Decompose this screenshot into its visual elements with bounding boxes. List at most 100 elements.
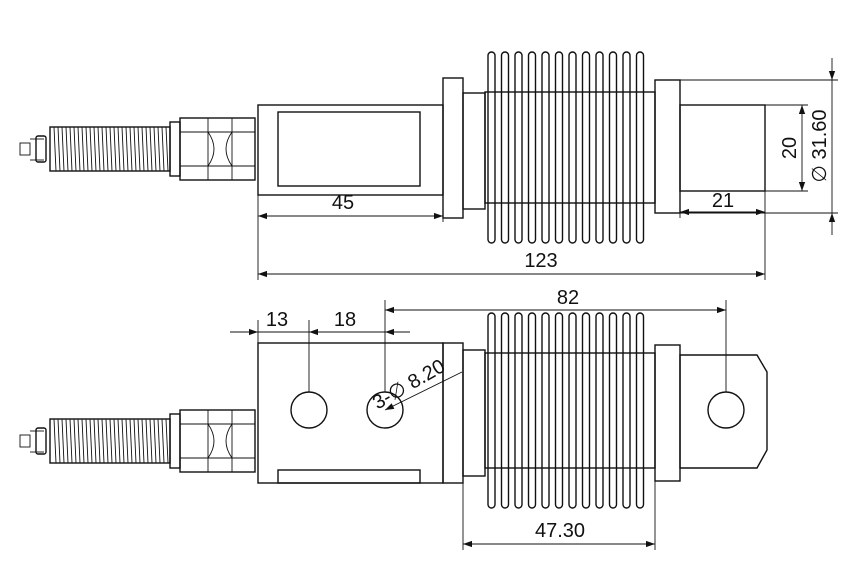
thread-line	[93, 418, 97, 464]
dim-21: 21	[679, 190, 765, 218]
bellows-fin	[622, 51, 631, 244]
thread-line	[113, 126, 117, 172]
thread-line	[81, 418, 85, 464]
top-main-body	[257, 77, 486, 219]
bellows-fin	[554, 312, 564, 509]
bellows-fin	[541, 51, 550, 244]
bottom-cable-tip	[19, 427, 47, 455]
dim-13-label: 13	[266, 309, 288, 331]
bottom-gland-collar	[169, 413, 181, 469]
hole-callout: 3-∅ 8.20	[369, 355, 463, 414]
dim-47-30: 47.30	[462, 481, 656, 550]
bellows-fin	[595, 312, 604, 509]
thread-line	[77, 126, 81, 172]
thread-line	[165, 418, 169, 464]
thread-line	[97, 126, 101, 172]
thread-line	[145, 126, 149, 172]
thread-line	[113, 418, 117, 464]
thread-line	[125, 418, 129, 464]
thread-line	[141, 126, 145, 172]
mounting-hole-1	[290, 391, 328, 429]
thread-line	[57, 126, 61, 172]
thread-line	[73, 418, 77, 464]
thread-line	[129, 418, 133, 464]
thread-line	[161, 418, 165, 464]
bellows-fin	[514, 51, 523, 244]
thread-line	[133, 418, 137, 464]
dim-21-label: 21	[712, 190, 734, 212]
thread-line	[133, 126, 137, 172]
dim-18: 18	[309, 309, 410, 336]
dim-diameter-31-60-label: ∅ 31.60	[809, 109, 831, 182]
thread-line	[161, 126, 165, 172]
dim-20-label: 20	[779, 137, 801, 159]
thread-line	[117, 418, 121, 464]
dim-20: 20	[765, 104, 808, 192]
bellows-fin	[595, 51, 604, 244]
thread-line	[81, 126, 85, 172]
thread-line	[125, 126, 129, 172]
thread-line	[117, 126, 121, 172]
thread-line	[101, 418, 105, 464]
bellows-fin	[500, 312, 510, 509]
thread-line	[121, 418, 125, 464]
top-end-block	[654, 79, 766, 214]
bellows-fin	[487, 312, 496, 509]
thread-line	[153, 418, 157, 464]
top-gland-collar	[169, 121, 181, 177]
bottom-view: 13 18 82 3-∅ 8.20 47.30	[19, 287, 768, 550]
bottom-end-block	[654, 344, 768, 482]
top-hex-nut	[179, 117, 256, 181]
dim-82: 82	[385, 287, 726, 314]
bellows-fin	[514, 312, 523, 509]
bellows-fin	[554, 51, 564, 244]
dim-123-label: 123	[524, 250, 557, 272]
thread-line	[105, 126, 109, 172]
thread-line	[77, 418, 81, 464]
bellows-fin	[635, 51, 645, 244]
bellows-fin	[608, 312, 618, 509]
thread-line	[61, 418, 65, 464]
thread-line	[109, 126, 113, 172]
thread-line	[149, 418, 153, 464]
thread-line	[61, 126, 65, 172]
top-cable-tip	[19, 135, 47, 163]
thread-line	[89, 418, 93, 464]
thread-line	[149, 126, 153, 172]
thread-line	[65, 126, 69, 172]
bellows-fin	[635, 312, 645, 509]
thread-line	[157, 418, 161, 464]
bellows-fin	[500, 51, 510, 244]
thread-line	[145, 418, 149, 464]
thread-line	[85, 418, 89, 464]
bellows-fin	[568, 312, 577, 509]
dim-45-label: 45	[332, 192, 354, 214]
thread-line	[105, 418, 109, 464]
thread-line	[109, 418, 113, 464]
bottom-hex-nut	[179, 409, 256, 473]
thread-line	[137, 126, 141, 172]
bellows-fin	[581, 51, 591, 244]
thread-line	[73, 126, 77, 172]
bottom-bellows	[484, 312, 656, 509]
thread-line	[89, 126, 93, 172]
top-cable-thread	[49, 126, 171, 172]
bellows-fin	[541, 312, 550, 509]
bellows-fin	[622, 312, 631, 509]
thread-line	[93, 126, 97, 172]
bellows-fin	[487, 51, 496, 244]
bottom-cable-thread	[49, 418, 171, 464]
thread-line	[69, 126, 73, 172]
thread-line	[53, 126, 57, 172]
thread-line	[137, 418, 141, 464]
dim-47-30-label: 47.30	[535, 520, 585, 542]
bellows-fin	[527, 51, 537, 244]
dim-123: 123	[258, 191, 766, 280]
dim-18-label: 18	[334, 309, 356, 331]
thread-line	[53, 418, 57, 464]
bellows-fin	[527, 312, 537, 509]
thread-line	[85, 126, 89, 172]
dim-82-label: 82	[557, 287, 579, 309]
dim-13: 13	[230, 309, 330, 336]
